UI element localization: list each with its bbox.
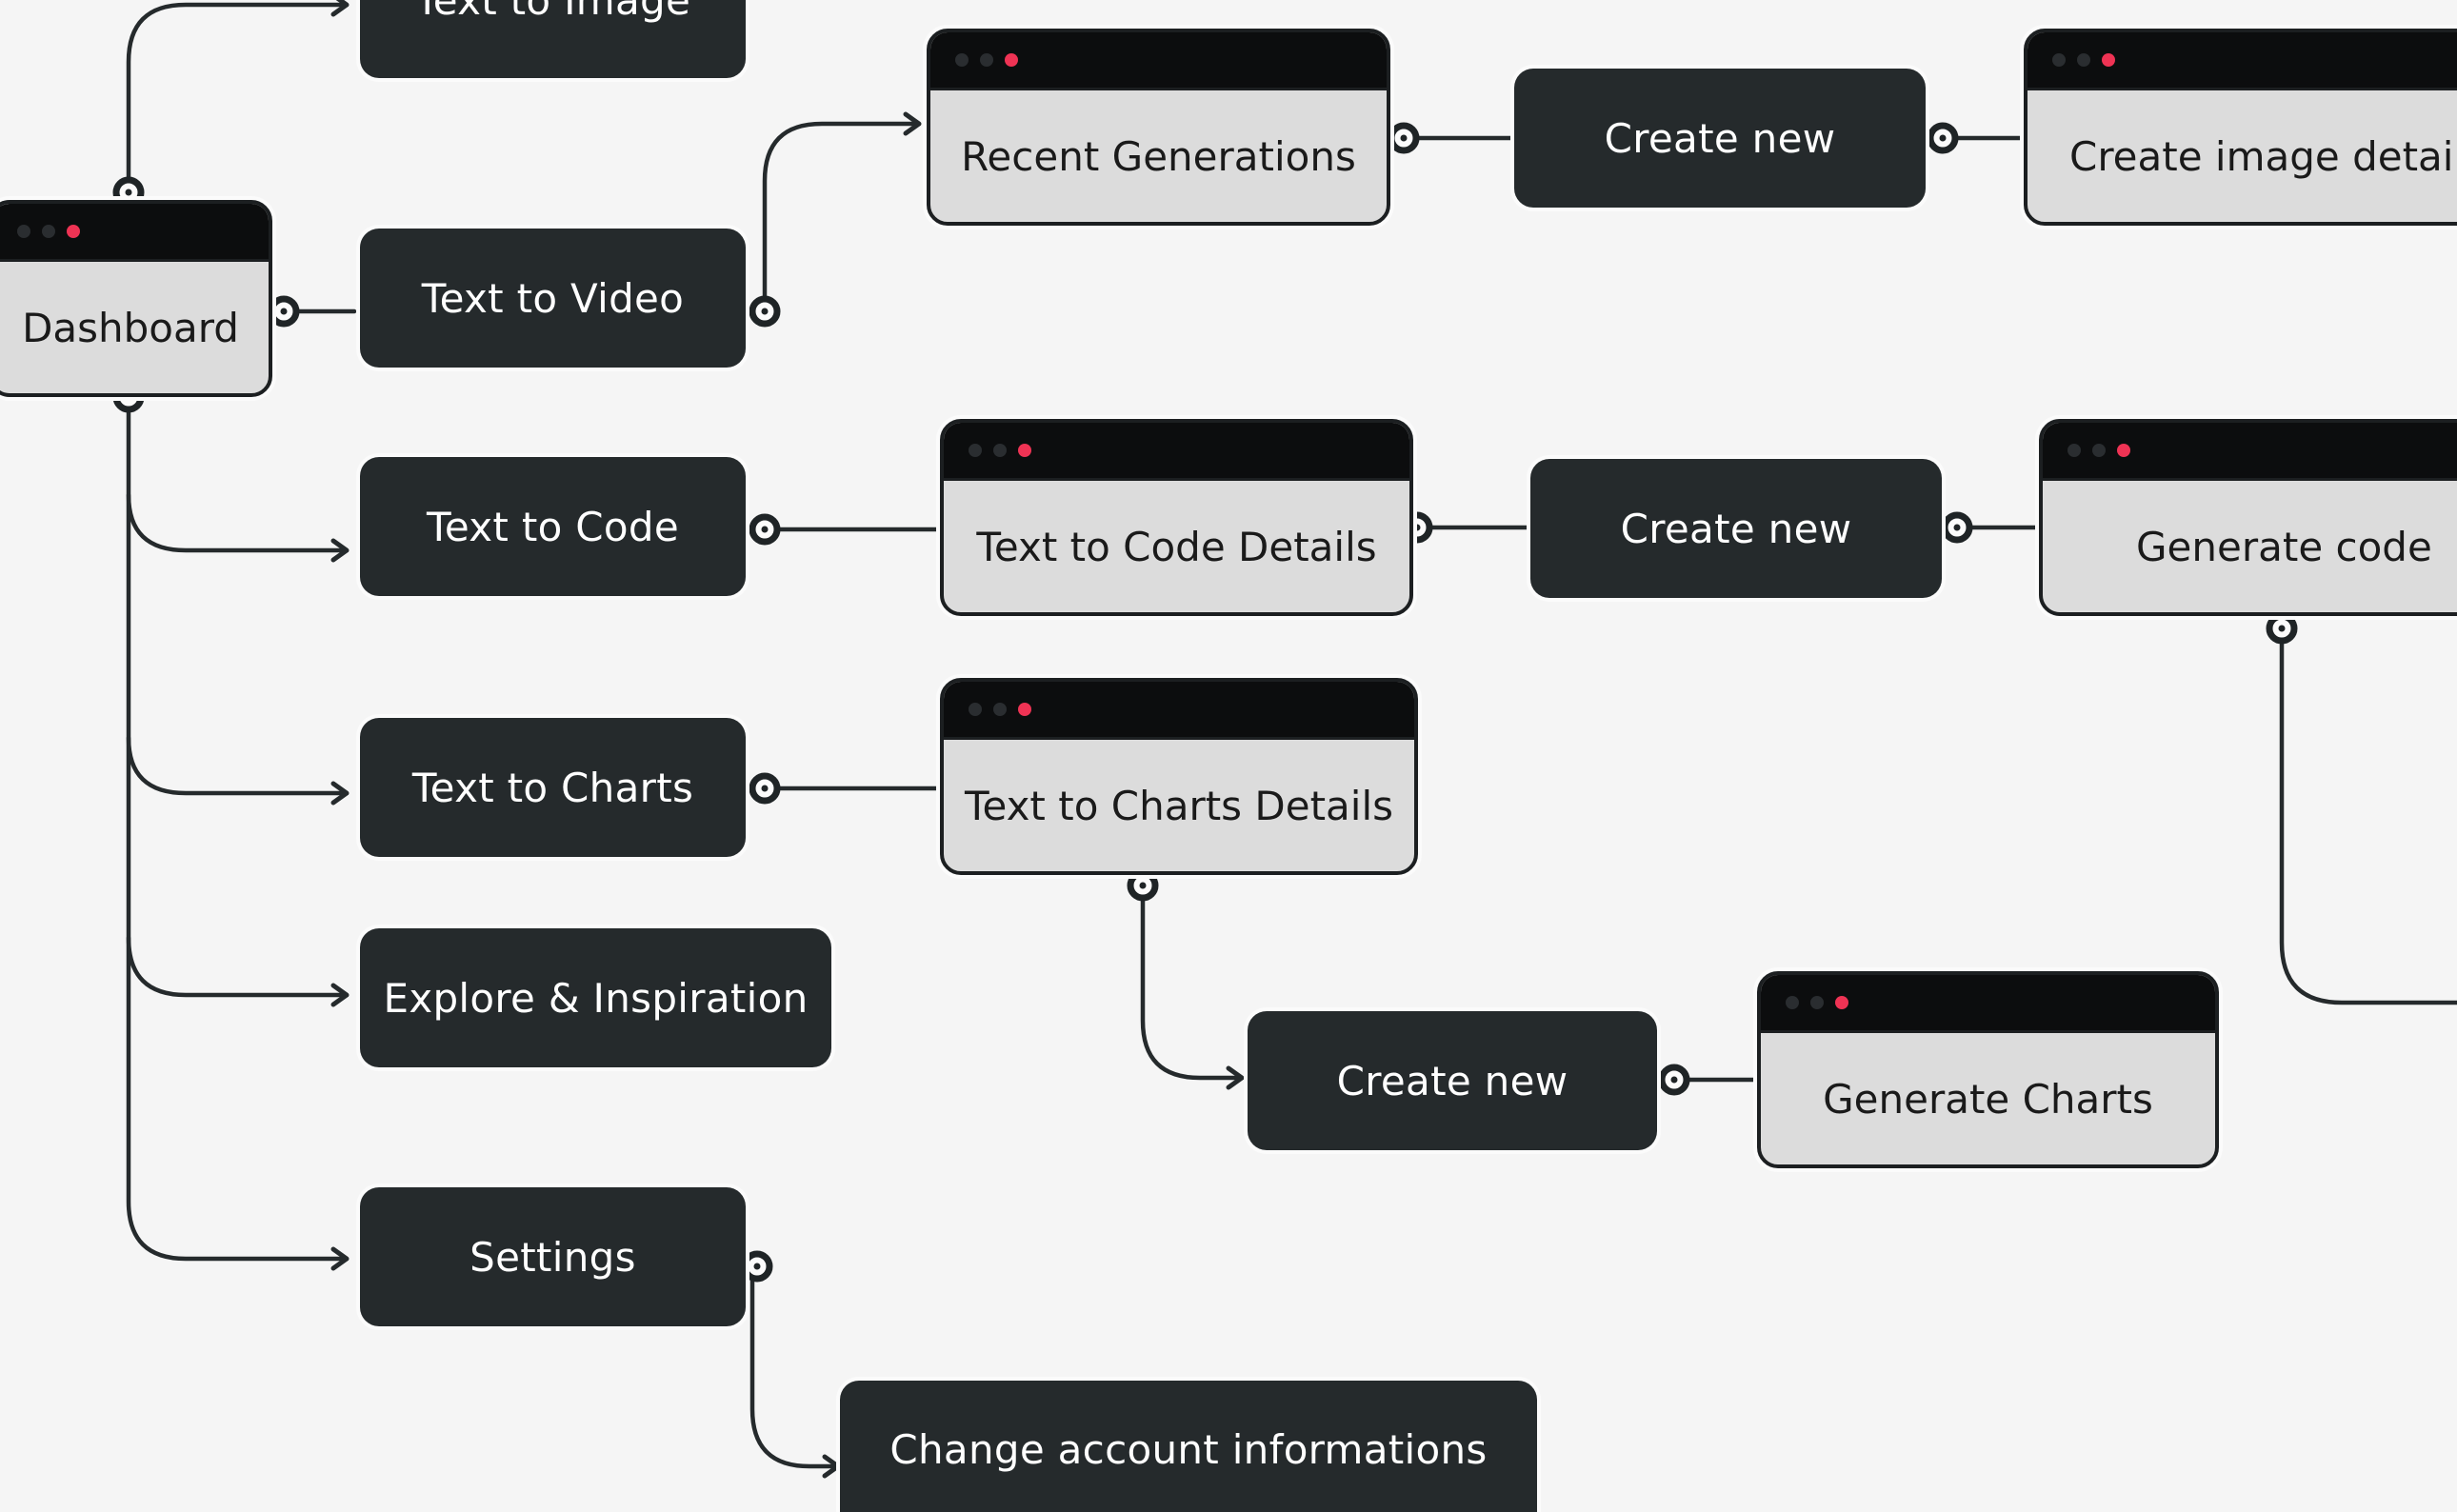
connector-dashboard-text-to-image: [126, 2, 348, 195]
screen-recent-generations[interactable]: Recent Generations: [927, 29, 1390, 226]
action-text-to-charts[interactable]: Text to Charts: [360, 718, 746, 857]
screen-generate-code[interactable]: Generate code: [2039, 419, 2457, 616]
screen-label: Dashboard: [22, 305, 239, 351]
action-text-to-image[interactable]: Text to Image: [360, 0, 746, 78]
window-dot-red-icon: [1018, 703, 1031, 716]
screen-label: Generate Charts: [1823, 1076, 2153, 1123]
window-dot-red-icon: [1005, 53, 1018, 67]
screen-generate-charts[interactable]: Generate Charts: [1757, 971, 2219, 1168]
window-dot-icon: [2067, 444, 2081, 457]
connector-dashboard-explore: [126, 935, 348, 998]
connector-ports: [112, 122, 2298, 1283]
window-dot-red-icon: [2117, 444, 2130, 457]
connector-dashboard-text-to-charts: [126, 735, 348, 796]
window-dot-icon: [955, 53, 969, 67]
arrowhead: [822, 1454, 841, 1479]
connector-charts-details-create-new: [1140, 883, 1241, 1081]
window-dot-icon: [2052, 53, 2066, 67]
window-titlebar: [2043, 423, 2457, 481]
screen-dashboard[interactable]: Dashboard: [0, 200, 272, 397]
window-titlebar: [944, 682, 1414, 740]
arrowhead: [330, 781, 350, 806]
window-dot-icon: [2077, 53, 2090, 67]
action-text-to-code[interactable]: Text to Code: [360, 457, 746, 596]
window-dot-icon: [993, 444, 1007, 457]
arrowhead: [903, 111, 922, 136]
action-text-to-video[interactable]: Text to Video: [360, 229, 746, 368]
screen-label: Generate code: [2136, 524, 2432, 570]
action-explore-inspiration[interactable]: Explore & Inspiration: [360, 928, 831, 1067]
window-dot-icon: [1786, 996, 1799, 1009]
connector-dashboard-trunk: [126, 394, 348, 1262]
window-titlebar: [1761, 975, 2215, 1033]
window-dot-red-icon: [1835, 996, 1848, 1009]
screen-text-to-charts-details[interactable]: Text to Charts Details: [940, 678, 1418, 875]
screen-create-image-details[interactable]: Create image details: [2024, 29, 2457, 226]
window-dot-icon: [2092, 444, 2106, 457]
action-settings[interactable]: Settings: [360, 1187, 746, 1326]
screen-label: Recent Generations: [961, 133, 1356, 180]
window-dot-icon: [42, 225, 55, 238]
action-change-account-informations[interactable]: Change account informations: [840, 1381, 1537, 1512]
arrowhead: [330, 0, 350, 17]
action-create-new-code[interactable]: Create new: [1530, 459, 1942, 598]
connector-generate-code-down: [2279, 626, 2457, 1005]
action-create-new-image[interactable]: Create new: [1514, 69, 1926, 208]
window-dot-icon: [993, 703, 1007, 716]
window-dot-icon: [969, 703, 982, 716]
connector-video-recent-generations: [762, 121, 920, 314]
arrowhead: [330, 983, 350, 1007]
window-dot-icon: [969, 444, 982, 457]
screen-label: Text to Code Details: [976, 524, 1377, 570]
window-dot-red-icon: [67, 225, 80, 238]
window-dot-icon: [17, 225, 30, 238]
window-dot-icon: [980, 53, 993, 67]
action-create-new-charts[interactable]: Create new: [1248, 1011, 1657, 1150]
window-titlebar: [944, 423, 1409, 481]
connector-settings-change-account: [749, 1263, 839, 1469]
arrowhead: [330, 538, 350, 563]
screen-label: Create image details: [2069, 133, 2457, 180]
window-titlebar: [930, 32, 1387, 90]
arrowhead: [330, 1246, 350, 1271]
screen-label: Text to Charts Details: [964, 783, 1394, 829]
screen-text-to-code-details[interactable]: Text to Code Details: [940, 419, 1413, 616]
window-dot-icon: [1810, 996, 1824, 1009]
arrowhead: [1226, 1065, 1245, 1090]
window-dot-red-icon: [1018, 444, 1031, 457]
window-titlebar: [0, 204, 269, 262]
window-titlebar: [2028, 32, 2457, 90]
connector-dashboard-text-to-code: [126, 492, 348, 553]
window-dot-red-icon: [2102, 53, 2115, 67]
